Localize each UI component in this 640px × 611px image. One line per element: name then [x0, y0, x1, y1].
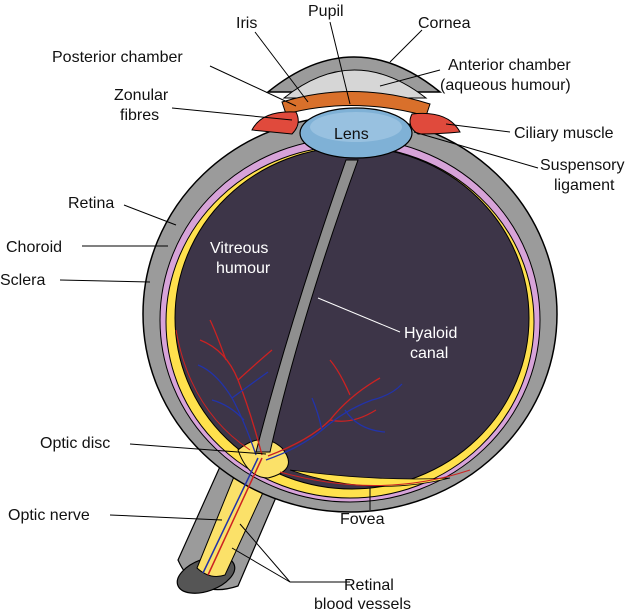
optic-disc-label: Optic disc — [40, 435, 110, 452]
retina-label: Retina — [68, 195, 114, 212]
pupil-label: Pupil — [308, 3, 344, 20]
zonular-fibres-leader — [171, 107, 293, 121]
suspensory-ligament-leader — [413, 131, 539, 169]
retina-edge-vessel-bottom — [279, 469, 471, 486]
nerve-vein — [202, 457, 259, 574]
vitreous-humour-label-line2: humour — [216, 260, 271, 277]
retinal-blood-vessels-label-line1: Retinal — [344, 577, 394, 594]
suspensory-ligament-label-line1: Suspensory — [540, 157, 625, 174]
sclera-leader — [59, 279, 151, 283]
retina-edge-vessel-left — [175, 329, 251, 451]
lens-label: Lens — [334, 126, 369, 143]
zonular-fibres-label-line2: fibres — [120, 107, 159, 124]
nerve-artery — [207, 457, 263, 576]
optic-disc-leader — [129, 443, 267, 455]
optic-nerve-label: Optic nerve — [8, 507, 90, 524]
choroid-label: Choroid — [6, 239, 62, 256]
hyaloid-canal-label-line1: Hyaloid — [404, 325, 457, 342]
hyaloid-canal — [255, 159, 359, 453]
fovea-region — [289, 469, 451, 487]
cornea-label: Cornea — [418, 15, 471, 32]
retinal-vessels-leader-a — [239, 523, 291, 583]
hyaloid-canal-leader — [317, 297, 401, 333]
retinal-blood-vessels-upper — [197, 319, 273, 456]
retinal-vessels-leader-b — [231, 547, 291, 583]
vitreous-humour-label-line1: Vitreous — [210, 240, 268, 257]
vitreous-humour — [174, 146, 530, 490]
suspensory-ligament-label-line2: ligament — [554, 177, 615, 194]
pupil-leader — [329, 21, 351, 105]
anterior-chamber — [282, 69, 428, 99]
ciliary-muscle-right — [409, 112, 461, 135]
anterior-chamber-label-line1: Anterior chamber — [448, 57, 571, 74]
anterior-chamber-label-line2: (aqueous humour) — [440, 77, 571, 94]
posterior-chamber-label: Posterior chamber — [52, 49, 183, 66]
ciliary-muscle-left — [251, 111, 299, 135]
retina-leader — [123, 204, 177, 226]
fovea-label: Fovea — [340, 511, 385, 528]
optic-nerve-leader — [109, 514, 223, 521]
ciliary-muscle-label: Ciliary muscle — [514, 125, 614, 142]
sclera-label: Sclera — [0, 272, 45, 289]
retinal-blood-vessels-label-line2: blood vessels — [314, 596, 411, 611]
zonular-fibres-label-line1: Zonular — [114, 87, 169, 104]
lens-highlight — [310, 112, 402, 142]
iris-leader — [254, 31, 309, 103]
ciliary-muscle-leader — [445, 123, 511, 133]
anterior-chamber-leader — [379, 69, 441, 87]
iris-label: Iris — [236, 15, 257, 32]
retinal-blood-vessels-lower — [265, 359, 403, 461]
posterior-chamber-leader — [209, 65, 297, 107]
iris — [281, 90, 431, 117]
hyaloid-canal-label-line2: canal — [410, 345, 448, 362]
cornea-leader — [389, 29, 423, 63]
